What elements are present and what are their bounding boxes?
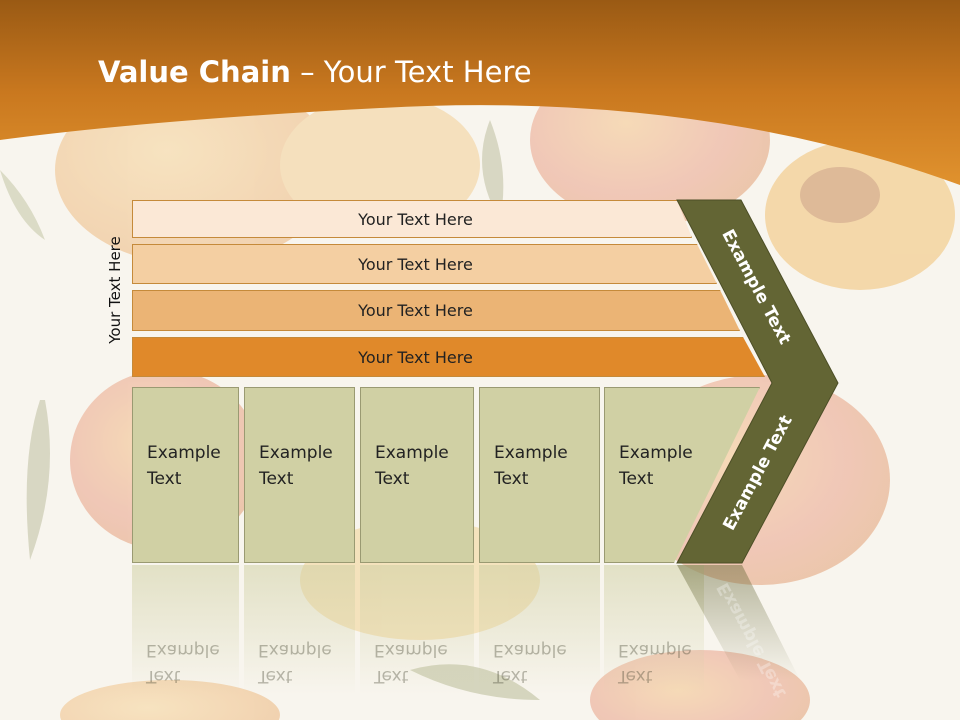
activity-box-5-line2: Text (619, 469, 654, 489)
activity-box-5-line1: Example (619, 443, 693, 463)
bar-1-label: Your Text Here (358, 209, 473, 229)
activity-box-1-line2: Text (147, 469, 182, 489)
activity-box-3-line2: Text (375, 469, 410, 489)
activity-box-3: Example Text (360, 387, 474, 563)
bar-4: Your Text Here (132, 337, 765, 377)
bar-3: Your Text Here (132, 290, 740, 331)
activity-box-2-line2: Text (259, 469, 294, 489)
activity-box-1: Example Text (132, 387, 239, 563)
activity-box-4-line2: Text (494, 469, 529, 489)
title-bold-part: Value Chain (98, 55, 291, 89)
activity-box-4-line1: Example (494, 443, 568, 463)
bar-1: Your Text Here (132, 200, 692, 238)
bar-3-label: Your Text Here (358, 301, 473, 320)
activity-box-1-line1: Example (147, 443, 221, 463)
slide-title: Value Chain – Your Text Here (98, 55, 532, 89)
bar-2-label: Your Text Here (358, 254, 473, 274)
activity-box-2-line1: Example (259, 443, 333, 463)
activity-box-3-line1: Example (375, 443, 449, 463)
bar-2: Your Text Here (132, 244, 717, 284)
activity-box-4: Example Text (479, 387, 600, 563)
bar-4-label: Your Text Here (358, 347, 473, 367)
activity-box-2: Example Text (244, 387, 355, 563)
title-rest-part: – Your Text Here (290, 55, 532, 89)
